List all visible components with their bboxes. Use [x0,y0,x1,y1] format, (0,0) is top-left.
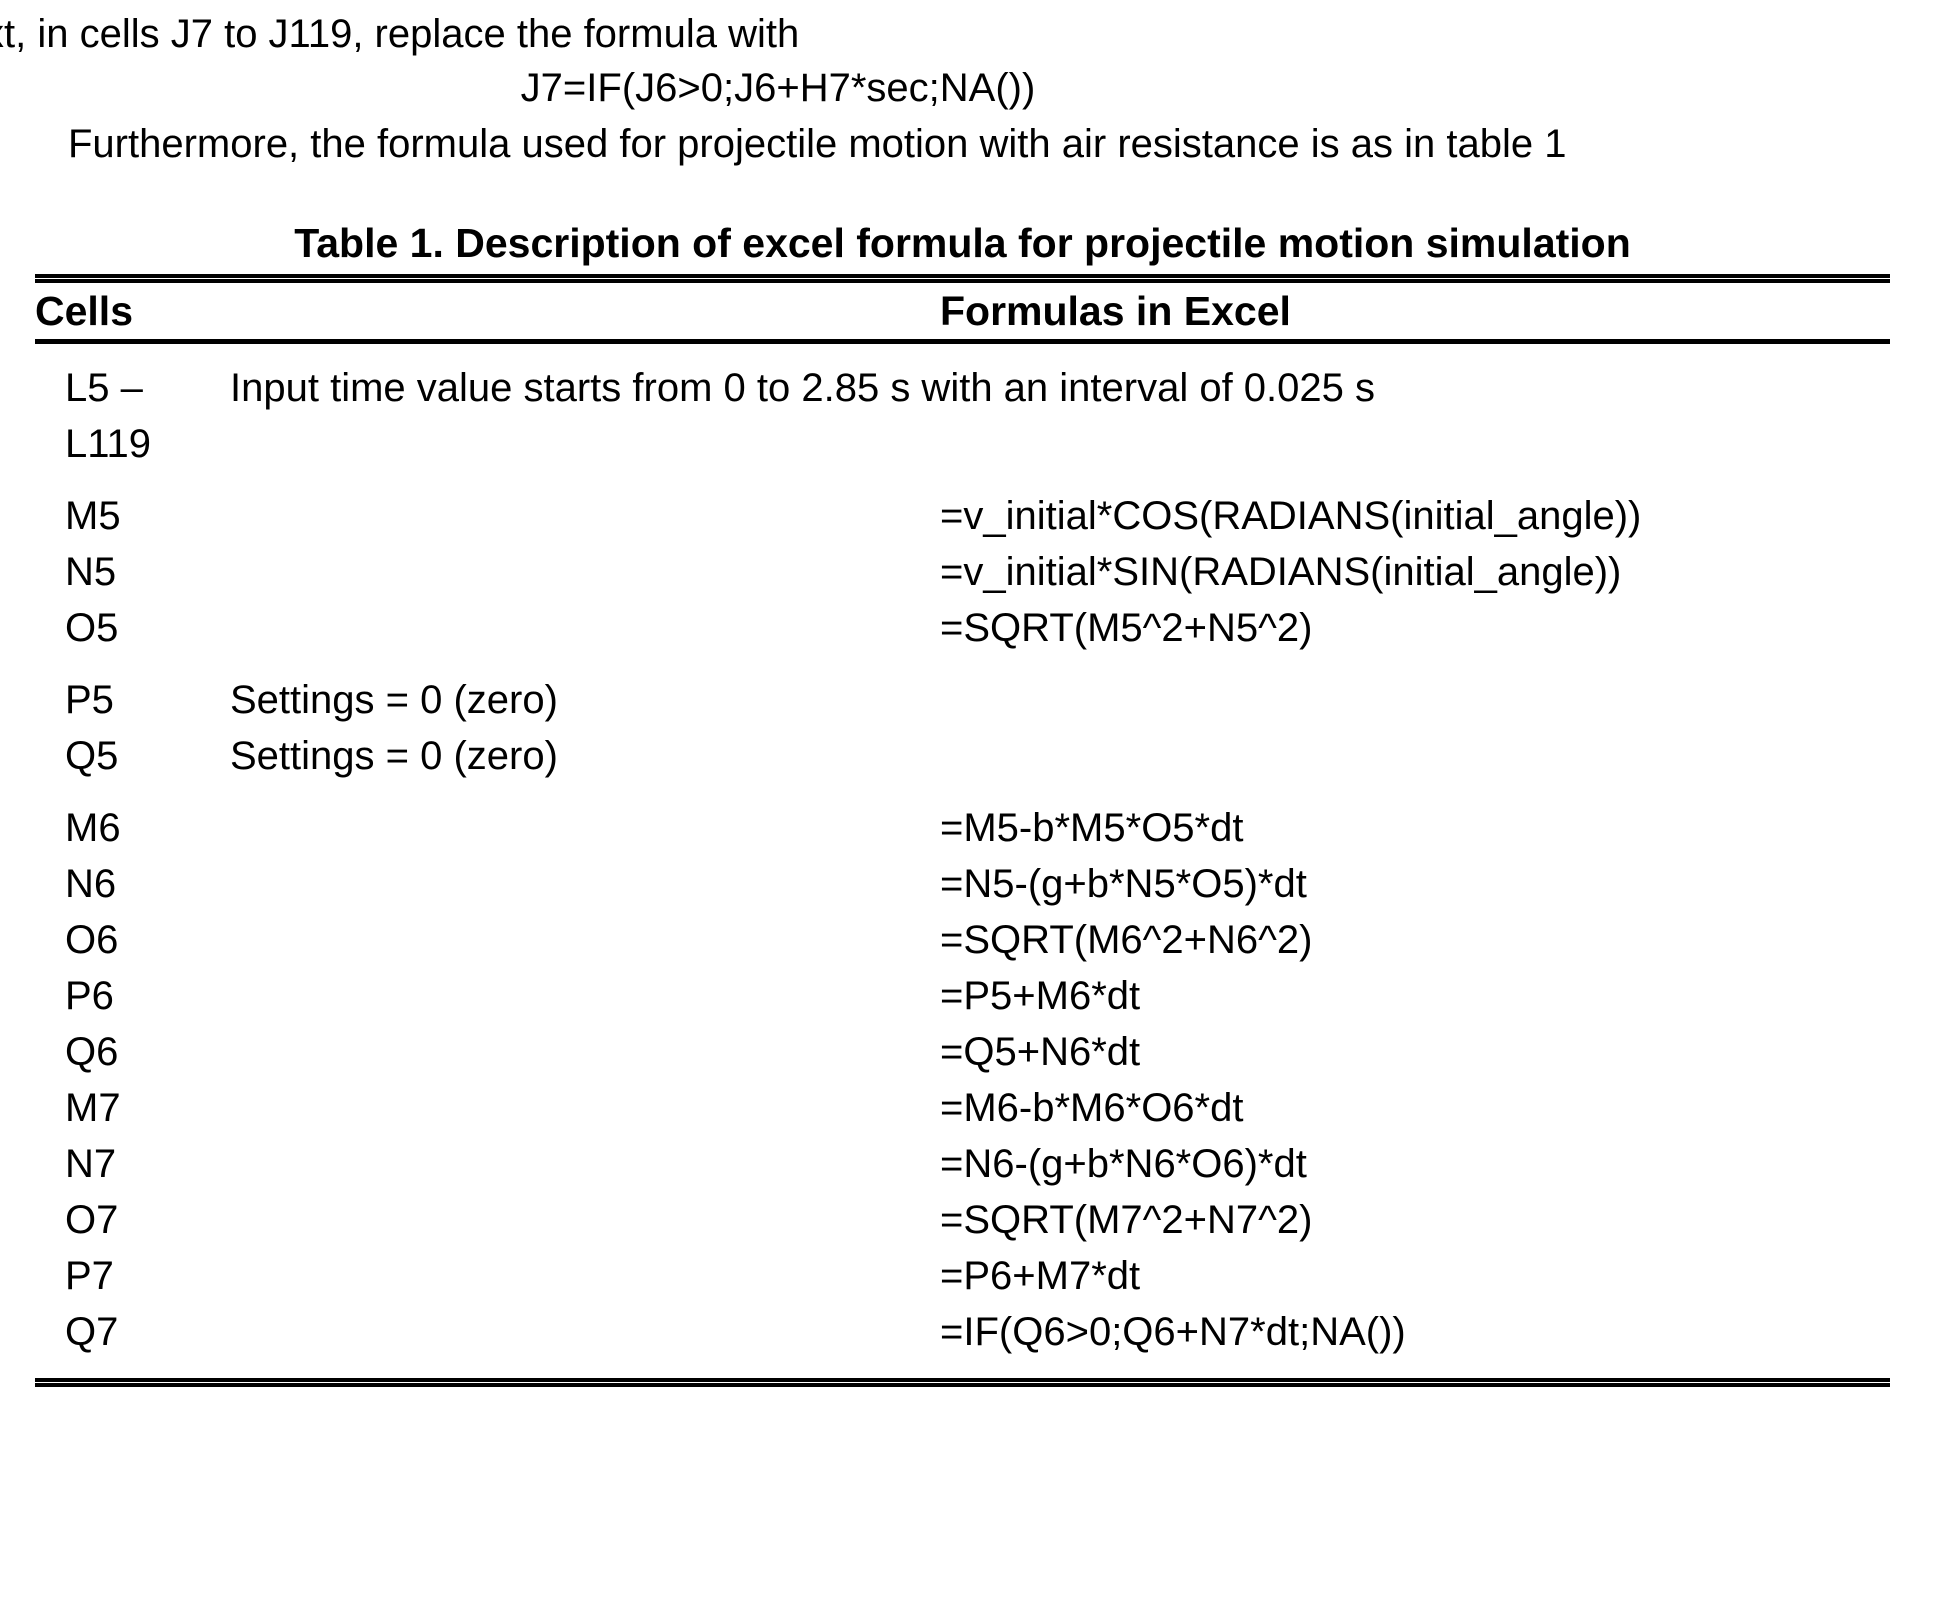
cell-reference: N7 [65,1142,117,1186]
table-1-container: Table 1. Description of excel formula fo… [35,218,1890,1387]
table-row: L5 – L119 Input time value starts from 0… [35,344,1890,472]
table-row: O7 =SQRT(M7^2+N7^2) [35,1192,1890,1248]
intro-line-3: Furthermore, the formula used for projec… [68,122,1567,166]
table-row: N7 =N6-(g+b*N6*O6)*dt [35,1136,1890,1192]
intro-display-formula: J7=IF(J6>0;J6+H7*sec;NA()) [520,66,1036,110]
cell-reference: M7 [65,1086,121,1130]
table-row: N5 =v_initial*SIN(RADIANS(initial_angle)… [35,544,1890,600]
formula-column: =M6-b*M6*O6*dt [940,1080,1890,1136]
formula-column: Settings = 0 (zero) [230,728,1890,800]
cell-reference: P5 [65,678,114,722]
table-body: L5 – L119 Input time value starts from 0… [35,344,1890,1378]
cell-formula: =N6-(g+b*N6*O6)*dt [940,1142,1307,1186]
cells-column: M7 [35,1080,940,1136]
cells-column: P6 [35,968,940,1024]
formula-column: =N6-(g+b*N6*O6)*dt [940,1136,1890,1192]
cell-formula: =SQRT(M7^2+N7^2) [940,1198,1313,1242]
cell-formula: =IF(Q6>0;Q6+N7*dt;NA()) [940,1310,1406,1354]
cell-reference: Q6 [65,1030,119,1074]
cell-reference: O6 [65,918,119,962]
cells-column: L5 – L119 [35,344,940,472]
table-bottom-double-rule [35,1378,1890,1387]
formula-column: Settings = 0 (zero) [230,672,1890,728]
formula-column: =SQRT(M6^2+N6^2) [940,912,1890,968]
cell-reference: O5 [65,606,119,650]
cells-column: P5 [35,672,940,728]
cell-reference-cont: L119 [65,422,152,466]
formula-column: =v_initial*SIN(RADIANS(initial_angle)) [940,544,1890,600]
formula-column: =M5-b*M5*O5*dt [940,800,1890,856]
formula-column: =IF(Q6>0;Q6+N7*dt;NA()) [940,1304,1890,1378]
header-separator-rule [35,339,1890,344]
cells-column: N6 [35,856,940,912]
cell-reference: O7 [65,1198,119,1242]
table-row: P6 =P5+M6*dt [35,968,1890,1024]
cell-formula: =v_initial*COS(RADIANS(initial_angle)) [940,494,1642,538]
formula-column: =SQRT(M7^2+N7^2) [940,1192,1890,1248]
table-row: M7 =M6-b*M6*O6*dt [35,1080,1890,1136]
cell-formula: =M6-b*M6*O6*dt [940,1086,1244,1130]
table-row: Q5 Settings = 0 (zero) [35,728,1890,800]
formula-column: =v_initial*COS(RADIANS(initial_angle)) [940,472,1890,544]
cell-formula: =SQRT(M6^2+N6^2) [940,918,1313,962]
cells-column: Q6 [35,1024,940,1080]
cell-reference: P7 [65,1254,114,1298]
formula-column: =Q5+N6*dt [940,1024,1890,1080]
cells-column: N7 [35,1136,940,1192]
cells-column: Q7 [35,1304,940,1378]
cells-column: O6 [35,912,940,968]
cells-column: N5 [35,544,940,600]
column-header-formulas: Formulas in Excel [940,288,1291,334]
cell-reference: M5 [65,494,121,538]
cells-column: M5 [35,472,940,544]
cell-formula: =SQRT(M5^2+N5^2) [940,606,1313,650]
table-row: N6 =N5-(g+b*N5*O5)*dt [35,856,1890,912]
formula-column: =P5+M6*dt [940,968,1890,1024]
formula-column: =N5-(g+b*N5*O5)*dt [940,856,1890,912]
formula-column: Input time value starts from 0 to 2.85 s… [230,344,1890,472]
formula-table: Cells Formulas in Excel [35,283,1890,339]
table-row: M5 =v_initial*COS(RADIANS(initial_angle)… [35,472,1890,544]
cell-reference: P6 [65,974,114,1018]
cell-formula: =M5-b*M5*O5*dt [940,806,1244,850]
cell-description: Input time value starts from 0 to 2.85 s… [230,366,1376,410]
cells-column: P7 [35,1248,940,1304]
cell-reference: Q7 [65,1310,119,1354]
cell-description: Settings = 0 (zero) [230,734,558,778]
table-row: O5 =SQRT(M5^2+N5^2) [35,600,1890,672]
cell-reference: M6 [65,806,121,850]
cell-formula: =N5-(g+b*N5*O5)*dt [940,862,1307,906]
formula-table-body: L5 – L119 Input time value starts from 0… [35,344,1890,1378]
cell-reference: L5 – [65,366,143,410]
table-header: Cells Formulas in Excel [35,283,1890,339]
intro-line-1: xt, in cells J7 to J119, replace the for… [0,12,800,56]
cells-column: M6 [35,800,940,856]
cells-column: O7 [35,1192,940,1248]
table-top-double-rule [35,274,1890,283]
cells-column: O5 [35,600,940,672]
cell-description: Settings = 0 (zero) [230,678,558,722]
cell-formula: =Q5+N6*dt [940,1030,1141,1074]
formula-column: =P6+M7*dt [940,1248,1890,1304]
cell-formula: =P5+M6*dt [940,974,1141,1018]
cells-column: Q5 [35,728,940,800]
cell-reference: N6 [65,862,117,906]
column-header-cells: Cells [35,288,133,334]
table-row: P5 Settings = 0 (zero) [35,672,1890,728]
table-row: M6 =M5-b*M5*O5*dt [35,800,1890,856]
table-row: O6 =SQRT(M6^2+N6^2) [35,912,1890,968]
cell-formula: =P6+M7*dt [940,1254,1141,1298]
table-row: P7 =P6+M7*dt [35,1248,1890,1304]
formula-column: =SQRT(M5^2+N5^2) [940,600,1890,672]
cell-formula: =v_initial*SIN(RADIANS(initial_angle)) [940,550,1622,594]
cell-reference: Q5 [65,734,119,778]
table-caption: Table 1. Description of excel formula fo… [294,220,1631,266]
table-row: Q6 =Q5+N6*dt [35,1024,1890,1080]
table-header-row: Cells Formulas in Excel [35,283,1890,339]
cell-reference: N5 [65,550,117,594]
table-row: Q7 =IF(Q6>0;Q6+N7*dt;NA()) [35,1304,1890,1378]
